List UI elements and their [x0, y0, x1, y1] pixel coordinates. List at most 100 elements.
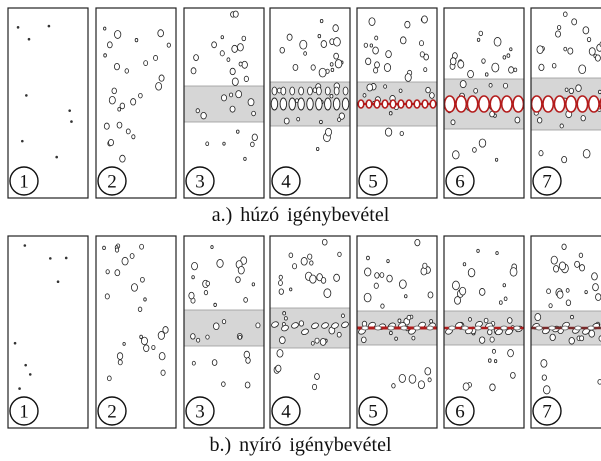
void	[495, 251, 499, 256]
void	[337, 251, 342, 257]
panel-border	[530, 235, 601, 429]
panel-number-circle	[358, 396, 388, 426]
void	[310, 341, 315, 346]
coalescing-void	[542, 95, 555, 113]
void	[323, 288, 332, 298]
void	[111, 87, 117, 95]
void	[558, 261, 567, 271]
void	[251, 282, 256, 287]
panel-content	[96, 236, 176, 428]
void	[513, 325, 521, 331]
void	[116, 121, 123, 129]
sheared-void	[291, 322, 299, 329]
void	[503, 296, 508, 302]
void	[537, 117, 543, 124]
void	[122, 341, 126, 346]
void	[363, 292, 372, 303]
void-dot	[70, 120, 73, 123]
void	[286, 33, 293, 41]
void	[404, 294, 408, 299]
void	[484, 72, 489, 77]
void	[509, 267, 518, 277]
void	[426, 325, 434, 331]
void	[243, 156, 247, 161]
void	[275, 364, 282, 373]
panel-number: 7	[542, 172, 552, 193]
void	[278, 274, 283, 280]
void	[565, 288, 570, 293]
panel-border	[443, 235, 525, 429]
void	[320, 40, 328, 48]
panel-4: 4	[269, 235, 351, 429]
sheared-void	[505, 328, 513, 335]
void-dot	[56, 280, 60, 284]
panel-number-circle	[445, 396, 475, 426]
void	[241, 60, 248, 69]
void	[125, 128, 131, 135]
panel-background	[8, 236, 88, 428]
void	[559, 123, 564, 129]
void	[452, 280, 460, 291]
void-dot	[68, 109, 71, 112]
void	[502, 55, 507, 60]
void	[138, 92, 143, 99]
void	[462, 262, 467, 267]
coalescing-void	[477, 95, 491, 113]
coalescing-void	[576, 95, 589, 113]
void	[423, 53, 429, 61]
coalescing-void	[587, 95, 600, 113]
void	[279, 336, 286, 345]
void	[483, 317, 489, 324]
void	[342, 86, 349, 96]
void	[568, 87, 575, 94]
void	[586, 36, 592, 43]
void	[243, 350, 250, 359]
void	[372, 46, 379, 55]
coalescing-void	[421, 99, 429, 109]
void	[380, 303, 385, 309]
void	[362, 93, 367, 98]
void	[493, 359, 498, 364]
void	[481, 58, 486, 64]
void	[237, 43, 244, 52]
void	[429, 319, 433, 324]
void	[243, 297, 248, 303]
void	[193, 54, 199, 62]
void	[107, 41, 113, 49]
void	[580, 115, 586, 122]
void	[205, 334, 210, 340]
void	[288, 252, 294, 259]
panel-content	[531, 8, 601, 198]
void	[143, 297, 147, 302]
coalescing-void	[306, 97, 314, 111]
void	[478, 30, 483, 37]
panel-number-circle	[532, 396, 562, 426]
void	[561, 325, 569, 331]
void	[131, 134, 136, 140]
void	[422, 262, 428, 269]
coalescing-void	[500, 95, 513, 113]
void	[379, 272, 385, 278]
void	[229, 67, 236, 76]
void	[476, 248, 480, 253]
void	[510, 371, 516, 379]
void	[468, 317, 472, 322]
void	[314, 337, 320, 344]
void	[324, 86, 331, 96]
void	[561, 155, 568, 164]
void	[116, 352, 124, 360]
void	[507, 349, 514, 358]
void	[282, 311, 286, 316]
void	[113, 62, 120, 71]
panel-content	[270, 236, 350, 428]
void	[114, 247, 120, 253]
void	[423, 67, 428, 73]
void	[333, 52, 339, 60]
void	[427, 291, 434, 299]
void	[592, 283, 599, 292]
caption-tension: a.) húzó igénybevétel	[211, 204, 390, 226]
coalescing-void	[381, 99, 389, 109]
void	[104, 293, 110, 300]
void	[141, 336, 148, 346]
void	[386, 259, 390, 264]
